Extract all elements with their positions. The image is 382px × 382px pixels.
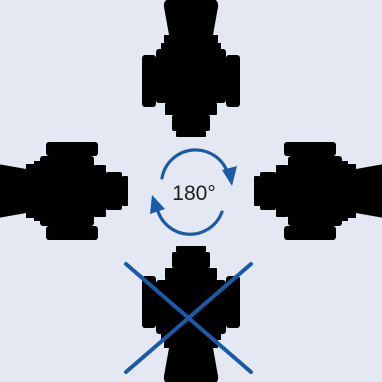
valve-top-icon <box>142 0 240 137</box>
valve-left-icon <box>0 142 128 240</box>
rotation-angle-label: 180° <box>172 182 215 205</box>
valve-right-icon <box>254 142 382 240</box>
rotate-arrows-icon <box>150 148 237 236</box>
cross-out-icon <box>124 262 253 374</box>
